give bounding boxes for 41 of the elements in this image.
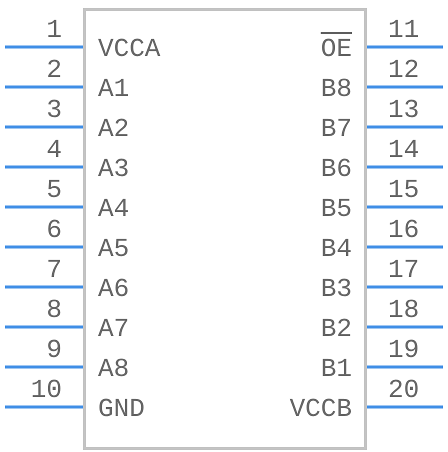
pin-name: VCCB <box>290 396 352 422</box>
pin-number: 7 <box>46 257 62 283</box>
pin-number: 20 <box>388 377 420 403</box>
pin-number: 14 <box>388 137 420 163</box>
pin-number: 19 <box>388 337 420 363</box>
pin-name: B2 <box>320 316 352 342</box>
pin-name: A3 <box>98 156 130 182</box>
pin-name: B3 <box>320 276 352 302</box>
pin-name: A2 <box>98 116 130 142</box>
pin-name: A5 <box>98 236 130 262</box>
pin-name: B7 <box>320 116 352 142</box>
pin-number: 17 <box>388 257 420 283</box>
pin-number: 8 <box>46 297 62 323</box>
pin-number: 12 <box>388 57 420 83</box>
pin-name: B1 <box>320 356 352 382</box>
pin-number: 10 <box>30 377 62 403</box>
chip-body <box>83 8 367 450</box>
pin-name: A8 <box>98 356 130 382</box>
pin-name: GND <box>98 396 145 422</box>
pin-number: 2 <box>46 57 62 83</box>
pin-name: B5 <box>320 196 352 222</box>
pin-number: 16 <box>388 217 420 243</box>
pin-number: 1 <box>46 17 62 43</box>
pin-number: 9 <box>46 337 62 363</box>
pin-name: B6 <box>320 156 352 182</box>
pin-name: OE <box>320 36 352 62</box>
pin-number: 18 <box>388 297 420 323</box>
pin-number: 13 <box>388 97 420 123</box>
pin-name: B8 <box>320 76 352 102</box>
pin-number: 6 <box>46 217 62 243</box>
pin-name: A6 <box>98 276 130 302</box>
pin-number: 15 <box>388 177 420 203</box>
pin-name: A1 <box>98 76 130 102</box>
pin-number: 3 <box>46 97 62 123</box>
pin-name: VCCA <box>98 36 160 62</box>
pin-name: B4 <box>320 236 352 262</box>
pin-number: 4 <box>46 137 62 163</box>
pin-name: A4 <box>98 196 130 222</box>
pin-number: 11 <box>388 17 420 43</box>
pin-name: A7 <box>98 316 130 342</box>
pin-number: 5 <box>46 177 62 203</box>
